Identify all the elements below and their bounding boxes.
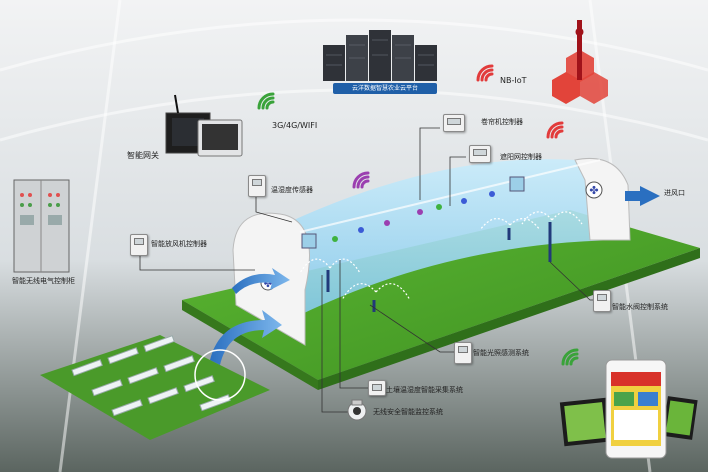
air-inlet-label: 进风口 [664, 189, 685, 197]
curtain-controller-device [443, 114, 465, 132]
cloud-platform-label: 云洋数据智慧农业云平台 [333, 83, 437, 94]
temp-humidity-label: 温湿度传感器 [271, 186, 313, 194]
valve-controller-label: 智能水阀控制系统 [612, 303, 668, 311]
temp-humidity-sensor-device [248, 175, 266, 197]
nbiot-label: NB-IoT [500, 76, 527, 85]
gateway-label: 智能网关 [127, 151, 159, 160]
fan-controller-device [130, 234, 148, 256]
light-sensor-device [454, 342, 472, 364]
valve-controller-device [593, 290, 611, 312]
curtain-controller-label: 卷帘机控制器 [481, 118, 523, 126]
camera-system-label: 无线安全智能监控系统 [373, 408, 443, 416]
fan-controller-label: 智能放风机控制器 [151, 240, 207, 248]
svg-text:✤: ✤ [264, 279, 272, 290]
svg-text:✤: ✤ [589, 184, 598, 197]
soil-system-label: 土壤温湿度智能采集系统 [386, 386, 463, 394]
network-label: 3G/4G/WIFI [272, 121, 318, 130]
shade-controller-label: 遮阳网控制器 [500, 153, 542, 161]
cabinet-label: 智能无线电气控制柜 [12, 277, 75, 285]
soil-sensor-device [368, 380, 386, 396]
shade-controller-device [469, 145, 491, 163]
light-system-label: 智能光照感测系统 [473, 349, 529, 357]
